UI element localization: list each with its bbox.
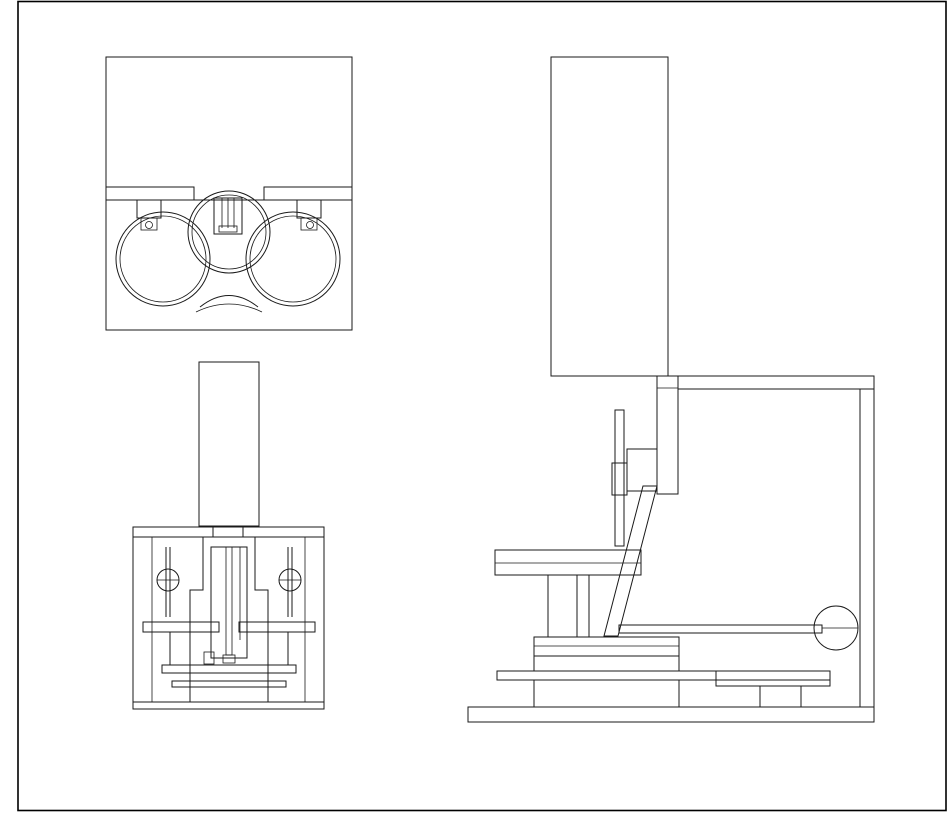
left-wheel-outer [115, 211, 211, 307]
front-shaft-nut [222, 654, 236, 664]
front-left-support [169, 631, 191, 666]
side-top-arm [677, 375, 875, 390]
left-bearing-bolt [145, 221, 153, 229]
front-left-inner-wall [189, 537, 204, 702]
front-top-plate-center [212, 526, 244, 538]
side-worktable [494, 549, 642, 576]
side-long-plate [496, 670, 831, 681]
right-wheel-outer [245, 211, 341, 307]
drawing-frame [17, 0, 947, 812]
front-view [132, 361, 325, 710]
side-table-support-right [576, 574, 590, 638]
center-hub-arc-inner [195, 303, 263, 313]
side-lower-block-top [533, 636, 680, 657]
left-bearing-block [136, 199, 162, 219]
side-lower-block [533, 655, 680, 672]
side-horizontal-rod [618, 624, 823, 634]
center-clamp-base [218, 225, 238, 233]
side-clamp-block [626, 448, 658, 492]
front-right-inner-wall [254, 537, 269, 702]
center-hub-arc [199, 295, 259, 308]
top-view [105, 56, 353, 331]
center-wheel-inner [191, 194, 267, 270]
right-bearing-cap [300, 217, 318, 231]
left-wheel-inner [119, 215, 207, 303]
side-sub-plate [715, 670, 831, 687]
side-neck [656, 375, 679, 495]
front-base-body [132, 526, 325, 710]
side-view [467, 56, 875, 723]
right-rail-plate [263, 186, 353, 201]
side-foot-block [759, 685, 802, 708]
side-floor-plate [467, 706, 875, 723]
side-table-support-left [547, 574, 578, 638]
front-column [198, 361, 260, 527]
front-base-plate-2 [189, 672, 269, 682]
left-rail-plate [105, 186, 195, 201]
top-view-outline [105, 56, 353, 331]
side-clamp-plate [611, 462, 628, 496]
side-column-housing [550, 56, 669, 377]
front-center-shaft-outer [210, 546, 248, 659]
front-base-plate-3 [171, 680, 287, 688]
side-right-post [859, 388, 875, 708]
front-center-shaft-rod [225, 546, 233, 656]
front-left-table [142, 621, 220, 633]
side-diagonal-link [603, 485, 658, 637]
front-base-plate-1 [161, 664, 297, 674]
right-wheel-inner [249, 215, 337, 303]
front-shaft-foot [203, 651, 215, 665]
right-bearing-bolt [306, 221, 314, 229]
front-right-support [267, 631, 289, 666]
center-wheel-outer [187, 190, 271, 274]
side-base-box [533, 679, 680, 708]
side-vertical-handle [614, 409, 625, 547]
front-right-table [238, 621, 316, 633]
